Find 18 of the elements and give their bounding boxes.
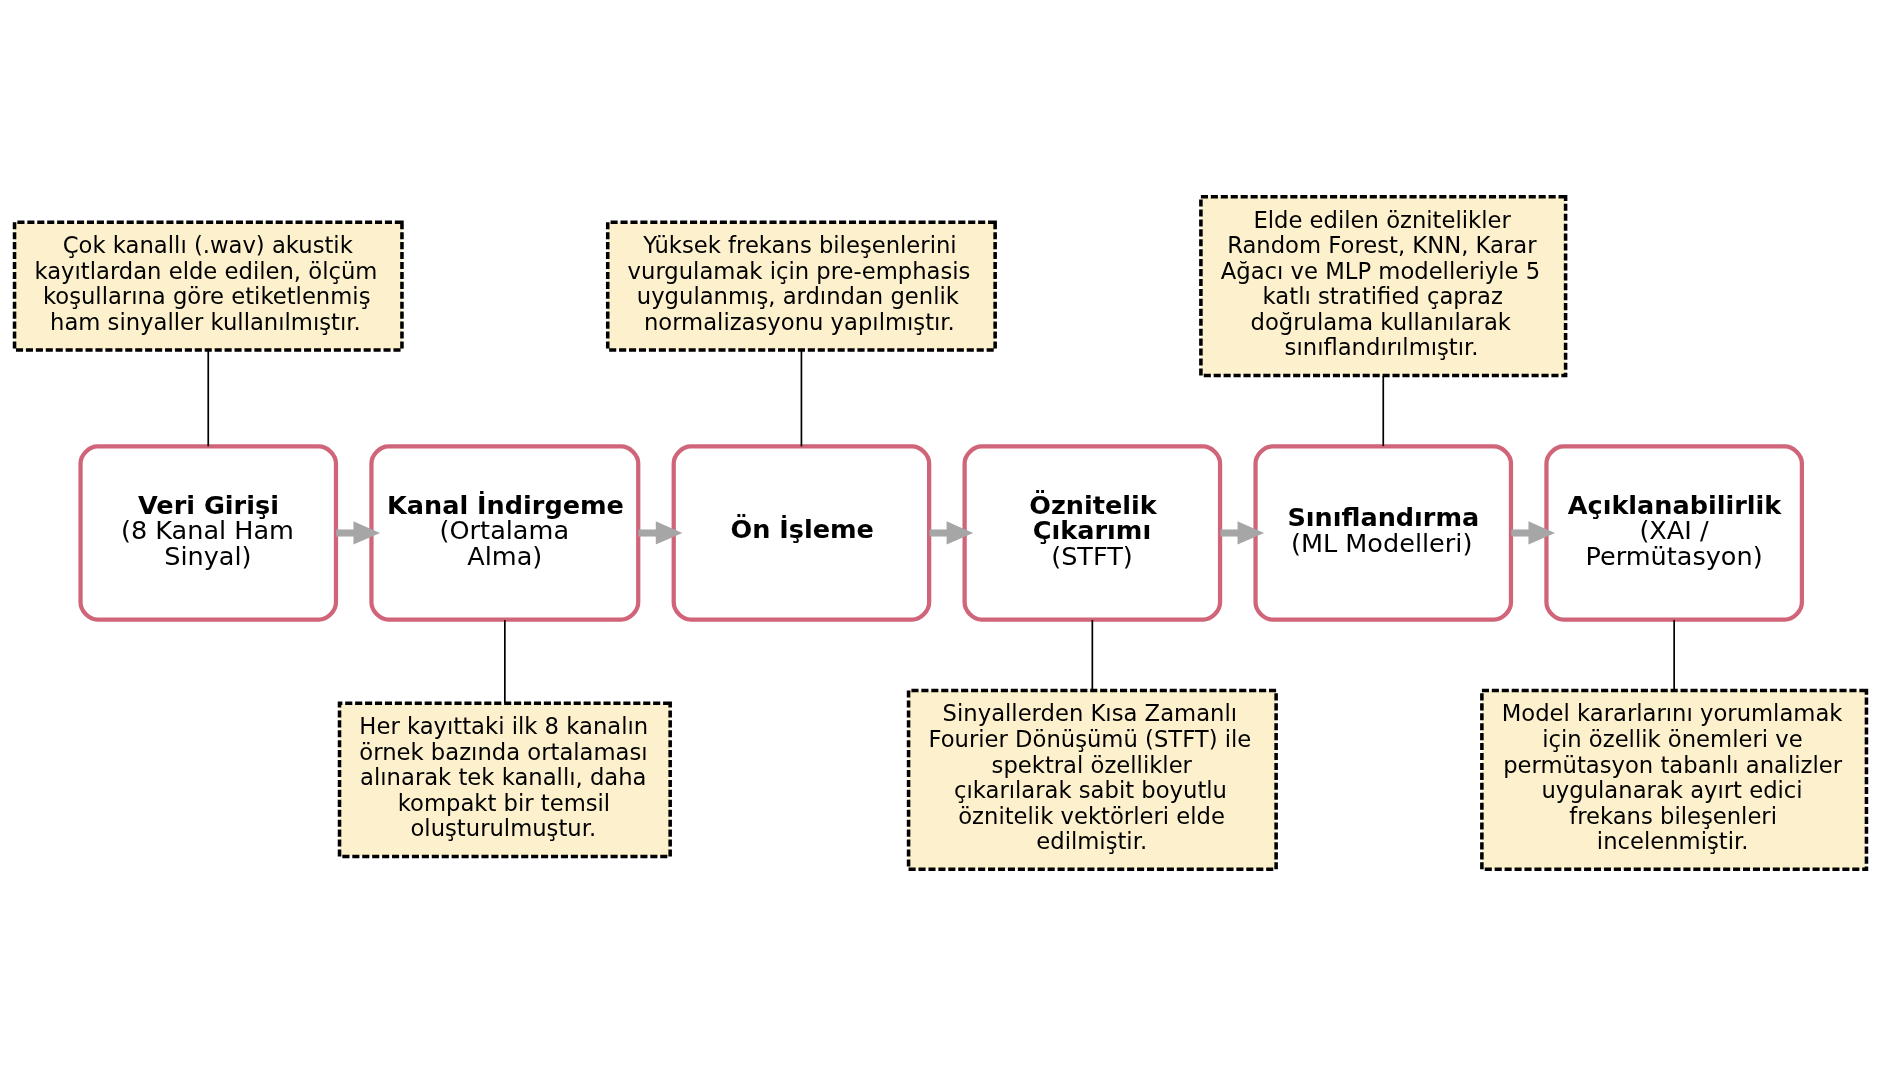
node-box: Ön İşleme [671,444,932,622]
node-box: Çok kanallı (.wav) akustik kayıtlardan elde edilen, ölçüm koşullarına göre etiketlenmiş ham sinyaller kullanılmıştır. [12,220,404,352]
connector [800,349,803,448]
node-box: Sinyallerden Kısa Zamanlı Fourier Dönüşümü (STFT) ile spektral özellikler çıkarılarak sabit boyutlu öznitelik vektörleri elde edilmiştir. [906,688,1278,872]
node-box: Yüksek frekans bileşenlerini vurgulamak için pre-emphasis uygulanmış, ardından genlik normalizasyonu yapılmıştır. [605,220,997,352]
connector [207,349,210,448]
node-box: Veri Girişi (8 Kanal Ham Sinyal) [78,444,339,622]
connector [1673,619,1675,692]
node-box: Model kararlarını yorumlamak için özellik önemleri ve permütasyon tabanlı analizler uygulanarak ayırt edici frekans bileşenleri incelenmiştir. [1480,688,1869,872]
node-box: Öznitelik Çıkarımı (STFT) [962,444,1223,622]
connector [1091,619,1094,692]
node-box: Kanal İndirgeme (Ortalama Alma) [369,444,641,622]
connector [1382,375,1385,447]
connector [504,619,506,704]
node-box: Elde edilen öznitelikler Random Forest, KNN, Karar Ağacı ve MLP modelleriyle 5 katlı stratified çapraz doğrulama kullanılarak sınıflandırılmıştır. [1199,194,1568,378]
node-box: Açıklanabilirlik (XAI / Permütasyon) [1544,444,1805,622]
node-box: Her kayıttaki ilk 8 kanalın örnek bazında ortalaması alınarak tek kanallı, daha kompakt bir temsil oluşturulmuştur. [337,701,672,859]
node-box: Sınıflandırma (ML Modelleri) [1253,444,1514,622]
